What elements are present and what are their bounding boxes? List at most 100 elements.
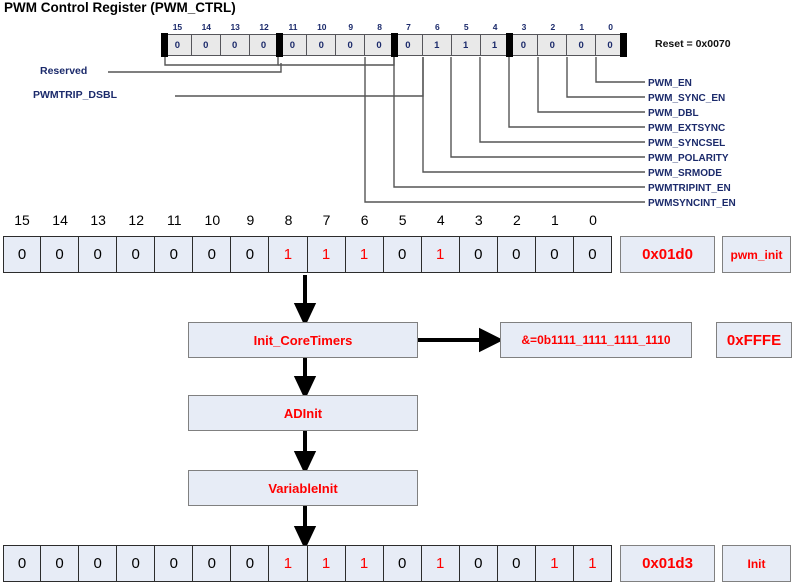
bit-index: 11 <box>167 212 182 228</box>
bit-cell: 1 <box>421 236 460 273</box>
register-bit-index: 13 <box>230 22 240 32</box>
bit-cell: 0 <box>3 236 42 273</box>
register-bit-cell: 1 <box>422 34 452 56</box>
bit-cell: 1 <box>269 545 308 582</box>
bit-cell: 0 <box>535 236 574 273</box>
bit-cell: 0 <box>459 236 498 273</box>
bit-cell: 0 <box>3 545 42 582</box>
field-label-pwm-syncsel: PWM_SYNCSEL <box>648 138 726 149</box>
field-label-pwm-extsync: PWM_EXTSYNC <box>648 123 726 134</box>
bit-cell: 0 <box>231 545 270 582</box>
bit-index: 12 <box>128 212 144 228</box>
bit-cell: 1 <box>573 545 612 582</box>
bit-index: 5 <box>398 212 407 228</box>
bit-cell: 1 <box>307 545 346 582</box>
bit-cell: 0 <box>155 545 194 582</box>
bit-cell: 0 <box>383 545 422 582</box>
register-bit-index: 12 <box>259 22 269 32</box>
register-bit-index: 9 <box>348 22 354 32</box>
bit-cell: 1 <box>421 545 460 582</box>
bit-cell: 1 <box>345 545 384 582</box>
init-register-row: 0 0 0 0 0 0 0 1 1 1 0 1 0 0 1 1 <box>3 545 612 582</box>
bit-cell: 0 <box>497 236 536 273</box>
register-bit-index: 2 <box>550 22 556 32</box>
pwm-init-register-row: 0 0 0 0 0 0 0 1 1 1 0 1 0 0 0 0 <box>3 236 612 273</box>
bit-cell: 0 <box>573 236 612 273</box>
bit-index: 15 <box>14 212 30 228</box>
register-bit-cell: 0 <box>394 34 423 56</box>
bit-cell: 0 <box>459 545 498 582</box>
bit-cell: 1 <box>535 545 574 582</box>
register-bit-cell: 0 <box>365 34 394 56</box>
bit-cell: 0 <box>79 236 118 273</box>
field-label-pwm-en: PWM_EN <box>648 78 692 89</box>
bit-index: 8 <box>284 212 293 228</box>
register-bit-index: 1 <box>579 22 585 32</box>
register-bit-index: 8 <box>377 22 382 32</box>
register-bit-cell: 0 <box>336 34 366 56</box>
bit-cell: 0 <box>193 545 232 582</box>
bit-index: 4 <box>436 212 445 228</box>
register-bit-index: 14 <box>201 22 212 32</box>
row1-bit-index-row: 15 14 13 12 11 10 9 8 7 6 5 4 3 2 1 0 <box>3 212 612 228</box>
reset-value-label: Reset = 0x0070 <box>655 38 731 50</box>
bit-cell: 0 <box>117 236 156 273</box>
label-pwm-init: pwm_init <box>722 236 791 273</box>
field-label-pwm-srmode: PWM_SRMODE <box>648 168 722 179</box>
bit-index: 3 <box>474 212 483 228</box>
register-bit-index: 7 <box>406 22 411 32</box>
bit-cell: 0 <box>155 236 194 273</box>
register-field-separator <box>276 33 283 57</box>
register-bit-cell: 0 <box>191 34 221 56</box>
field-label-pwmtrip-dsbl: PWMTRIP_DSBL <box>33 89 117 101</box>
flow-box-init-coretimers[interactable]: Init_CoreTimers <box>188 322 418 358</box>
page-title: PWM Control Register (PWM_CTRL) <box>4 0 236 15</box>
register-bit-cell: 1 <box>451 34 481 56</box>
register-bit-cell: 0 <box>307 34 337 56</box>
bit-cell: 0 <box>231 236 270 273</box>
field-label-pwm-dbl: PWM_DBL <box>648 108 699 119</box>
field-label-pwmsyncint-en: PWMSYNCINT_EN <box>648 198 736 209</box>
bit-index: 6 <box>360 212 369 228</box>
register-bit-cell: 0 <box>567 34 597 56</box>
register-bit-cell: 0 <box>249 34 279 56</box>
flow-box-variableinit[interactable]: VariableInit <box>188 470 418 506</box>
register-bit-index: 5 <box>463 22 469 32</box>
register-bit-cell: 0 <box>538 34 568 56</box>
pwm-ctrl-reset-register: 0 0 0 0 0 0 0 0 0 1 1 1 0 0 0 0 <box>163 34 625 56</box>
field-label-pwmtripint-en: PWMTRIPINT_EN <box>648 183 731 194</box>
register-field-separator <box>391 33 398 57</box>
bit-index: 1 <box>551 212 559 228</box>
label-init: Init <box>722 545 791 582</box>
field-label-pwm-polarity: PWM_POLARITY <box>648 153 729 164</box>
bit-index: 13 <box>90 212 106 228</box>
register-bit-index: 3 <box>521 22 527 32</box>
flow-box-adinit[interactable]: ADInit <box>188 395 418 431</box>
bit-index: 9 <box>246 212 255 228</box>
bit-index: 0 <box>589 212 597 228</box>
register-bit-cell: 0 <box>278 34 308 56</box>
register-bit-index-row: 15 14 13 12 11 10 9 8 7 6 5 4 3 2 1 0 <box>163 22 625 34</box>
flow-box-mask-hex[interactable]: 0xFFFE <box>716 322 792 358</box>
bit-cell: 1 <box>307 236 346 273</box>
bit-cell: 1 <box>269 236 308 273</box>
flow-box-mask-expression[interactable]: &=0b1111_1111_1111_1110 <box>500 322 692 358</box>
bit-index: 10 <box>204 212 221 228</box>
field-label-reserved: Reserved <box>40 65 88 77</box>
register-field-separator <box>161 33 168 57</box>
register-field-separator <box>620 33 627 57</box>
bit-cell: 0 <box>41 545 80 582</box>
register-bit-index: 11 <box>288 22 298 32</box>
field-label-pwm-sync-en: PWM_SYNC_EN <box>648 93 726 104</box>
bit-index: 2 <box>512 212 521 228</box>
register-bit-cell: 0 <box>220 34 250 56</box>
bit-cell: 0 <box>383 236 422 273</box>
bit-cell: 0 <box>41 236 80 273</box>
bit-cell: 0 <box>193 236 232 273</box>
bit-cell: 1 <box>345 236 384 273</box>
hex-value-init: 0x01d3 <box>620 545 715 582</box>
hex-value-pwm-init: 0x01d0 <box>620 236 715 273</box>
bit-cell: 0 <box>117 545 156 582</box>
register-field-separator <box>506 33 513 57</box>
bit-index: 14 <box>52 212 68 228</box>
